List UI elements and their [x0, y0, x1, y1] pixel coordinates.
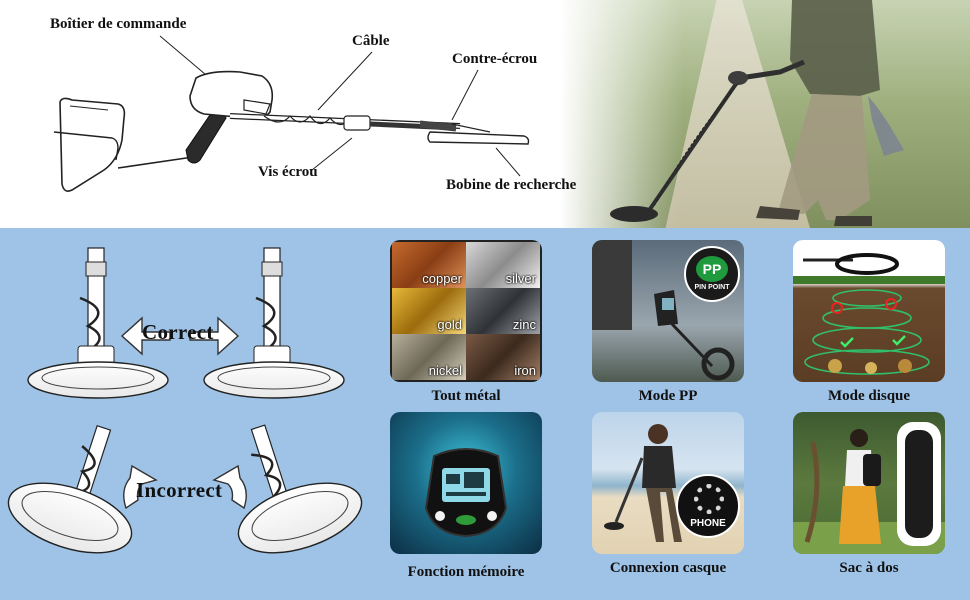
curved-arrow-left-icon: [123, 464, 158, 510]
caption-all-metal: Tout métal: [431, 388, 501, 404]
label-screw-nut: Vis écrou: [258, 164, 318, 180]
metal-zinc: zinc: [466, 288, 540, 334]
feature-tile-memory: [390, 412, 542, 554]
pp-badge-text: PP: [696, 256, 728, 282]
metal-copper: copper: [392, 242, 466, 288]
detector-diagram: [53, 0, 904, 226]
backpack-icon: [905, 430, 933, 538]
arrow-left-icon: [120, 316, 171, 356]
label-lock-nut: Contre-écrou: [452, 51, 538, 67]
caption-pp-mode: Mode PP: [638, 388, 698, 404]
caption-backpack: Sac à dos: [839, 560, 899, 576]
metal-silver: silver: [466, 242, 540, 288]
incorrect-label: Incorrect: [136, 478, 223, 502]
label-cable: Câble: [352, 33, 390, 49]
headphones-photo: [604, 424, 682, 542]
metal-nickel: nickel: [392, 334, 466, 380]
label-search-coil: Bobine de recherche: [446, 177, 577, 193]
disc-mode-illustration: [793, 253, 945, 375]
phone-text: PHONE: [690, 518, 726, 529]
backpack-product: [897, 422, 941, 546]
feature-tile-disc-mode: [793, 240, 945, 382]
feature-tile-pp-mode: PP PIN POINT: [592, 240, 744, 382]
pinpoint-text: PIN POINT: [694, 284, 730, 291]
features-panel: Correct Incorrect copper silver gold zin…: [0, 228, 970, 600]
product-diagram: Boîtier de commande Câble Contre-écrou V…: [0, 0, 970, 228]
pinpoint-badge: PP PIN POINT: [684, 246, 740, 302]
headphone-jack-icon: [694, 484, 724, 514]
memory-display-illustration: [424, 448, 508, 538]
metal-gold: gold: [392, 288, 466, 334]
caption-memory: Fonction mémoire: [407, 564, 525, 580]
label-control-box: Boîtier de commande: [50, 16, 187, 32]
feature-tile-headphones: PHONE: [592, 412, 744, 554]
feature-tile-all-metal: copper silver gold zinc nickel iron: [390, 240, 542, 382]
correct-left-detector: [27, 247, 169, 399]
arrow-right-icon: [189, 316, 240, 356]
caption-disc-mode: Mode disque: [827, 388, 911, 404]
feature-tile-backpack: [793, 412, 945, 554]
phone-badge: PHONE: [676, 474, 740, 538]
pp-mode-photo: [592, 240, 735, 381]
correct-right-detector: [203, 247, 345, 399]
curved-arrow-right-icon: [212, 464, 247, 510]
correct-label: Correct: [142, 320, 214, 344]
metal-iron: iron: [466, 334, 540, 380]
coil-orientation-diagram: [7, 247, 363, 554]
caption-headphones: Connexion casque: [609, 560, 727, 576]
